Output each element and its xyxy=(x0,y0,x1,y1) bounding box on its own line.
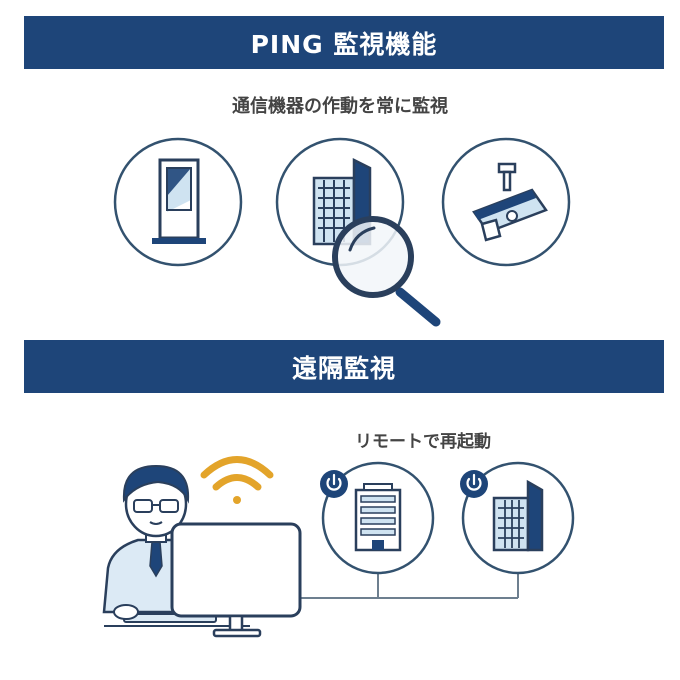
power-button-icon[interactable] xyxy=(320,470,348,498)
section-title-remote: 遠隔監視 xyxy=(291,353,396,383)
remote-reboot-label: リモートで再起動 xyxy=(355,432,491,452)
section-title-ping: PING 監視機能 xyxy=(250,29,438,59)
power-button-icon[interactable] xyxy=(460,470,488,498)
door-icon xyxy=(113,137,243,267)
section-header-remote: 遠隔監視 xyxy=(24,340,664,393)
network-connection-lines xyxy=(300,572,519,599)
security-camera-icon xyxy=(441,137,571,267)
section-header-ping: PING 監視機能 xyxy=(24,16,664,69)
remote-building-1 xyxy=(321,461,435,575)
remote-building-2 xyxy=(461,461,575,575)
wifi-icon xyxy=(200,456,274,504)
building-with-magnifier-icon xyxy=(275,137,441,327)
operator-at-computer-icon xyxy=(102,464,302,638)
section-subtitle-ping: 通信機器の作動を常に監視 xyxy=(232,96,448,117)
